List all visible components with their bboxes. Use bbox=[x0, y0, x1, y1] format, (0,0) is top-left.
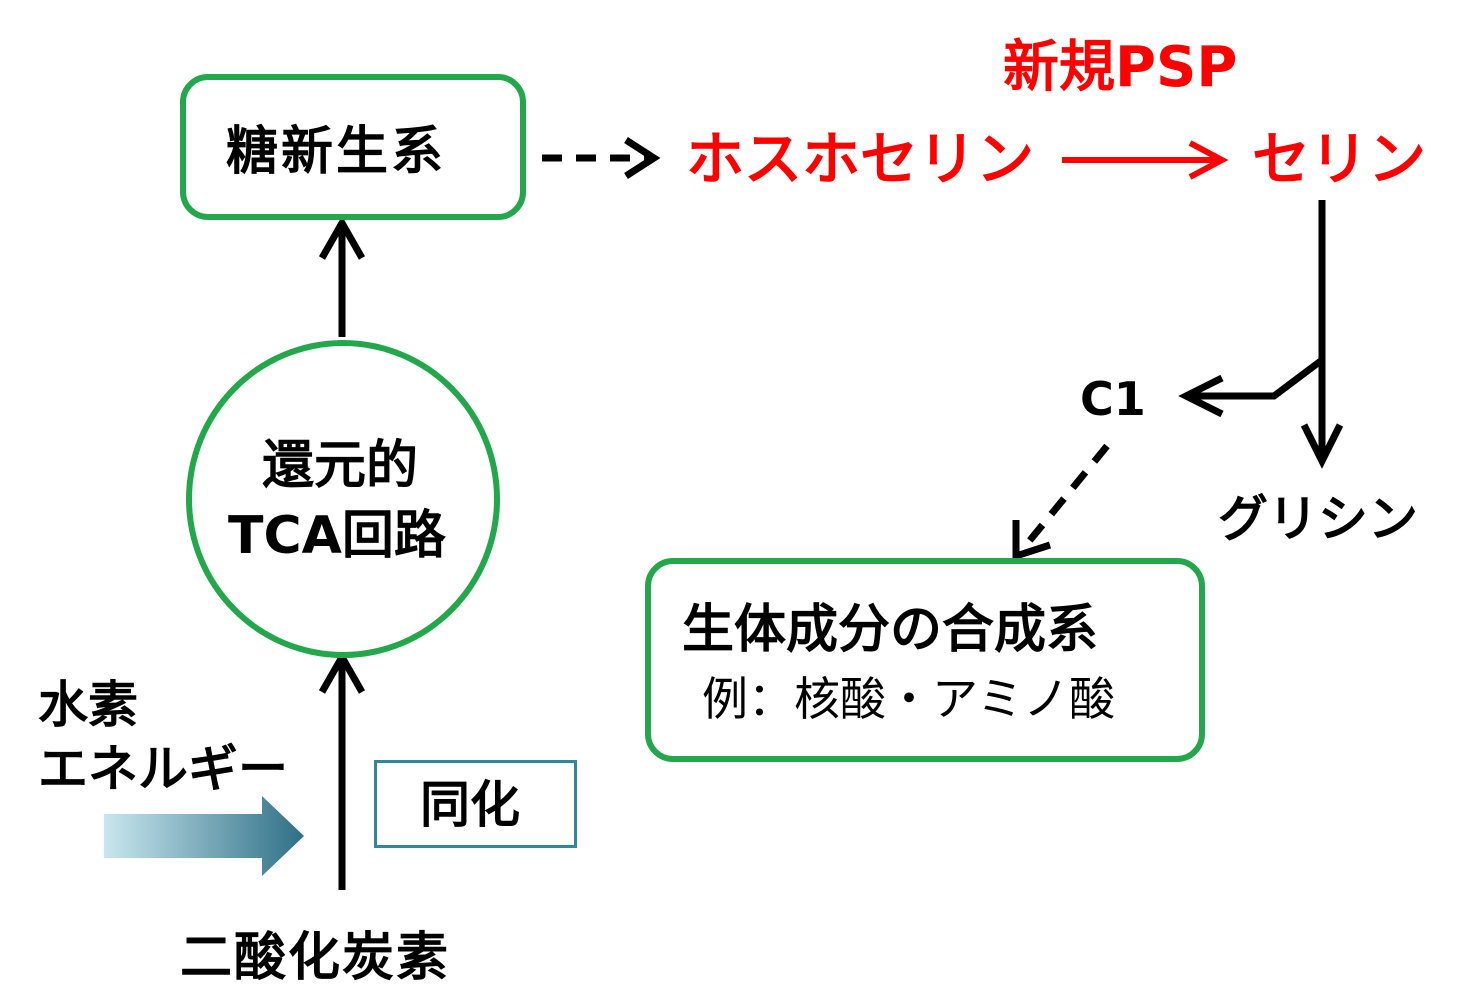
energy-input-arrow bbox=[104, 796, 304, 876]
assimilation-box bbox=[374, 760, 577, 848]
biosynthesis-title: 生体成分の合成系 bbox=[682, 600, 1099, 660]
glycine-label: グリシン bbox=[1218, 490, 1418, 548]
hydrogen-label-line2: エネルギー bbox=[38, 740, 288, 798]
phosphoserine-label: ホスホセリン bbox=[686, 125, 1035, 193]
co2-label: 二酸化炭素 bbox=[180, 928, 451, 988]
assimilation-label: 同化 bbox=[420, 776, 520, 834]
serine-branch-arrow bbox=[1178, 200, 1344, 469]
co2-to-tca-arrow bbox=[318, 649, 366, 890]
hydrogen-label-line1: 水素 bbox=[38, 676, 138, 734]
gluconeogenesis-to-phosphoserine-arrow bbox=[542, 137, 661, 179]
biosynthesis-node bbox=[645, 558, 1205, 762]
tca-label-line1: 還元的 bbox=[262, 436, 419, 496]
serine-label: セリン bbox=[1252, 125, 1427, 193]
gluconeogenesis-node bbox=[180, 74, 526, 220]
tca-to-gluconeogenesis-arrow bbox=[318, 215, 366, 337]
c1-to-biosynthesis-arrow bbox=[1012, 443, 1110, 561]
tca-label-line2: TCA回路 bbox=[228, 506, 446, 566]
biosynthesis-example: 例：核酸・アミノ酸 bbox=[702, 672, 1116, 726]
c1-label: C1 bbox=[1080, 372, 1146, 426]
new-psp-label: 新規PSP bbox=[1003, 35, 1238, 100]
psp-reaction-arrow bbox=[1062, 140, 1229, 180]
reductive-tca-cycle-node bbox=[186, 340, 500, 658]
gluconeogenesis-label: 糖新生系 bbox=[226, 122, 447, 182]
